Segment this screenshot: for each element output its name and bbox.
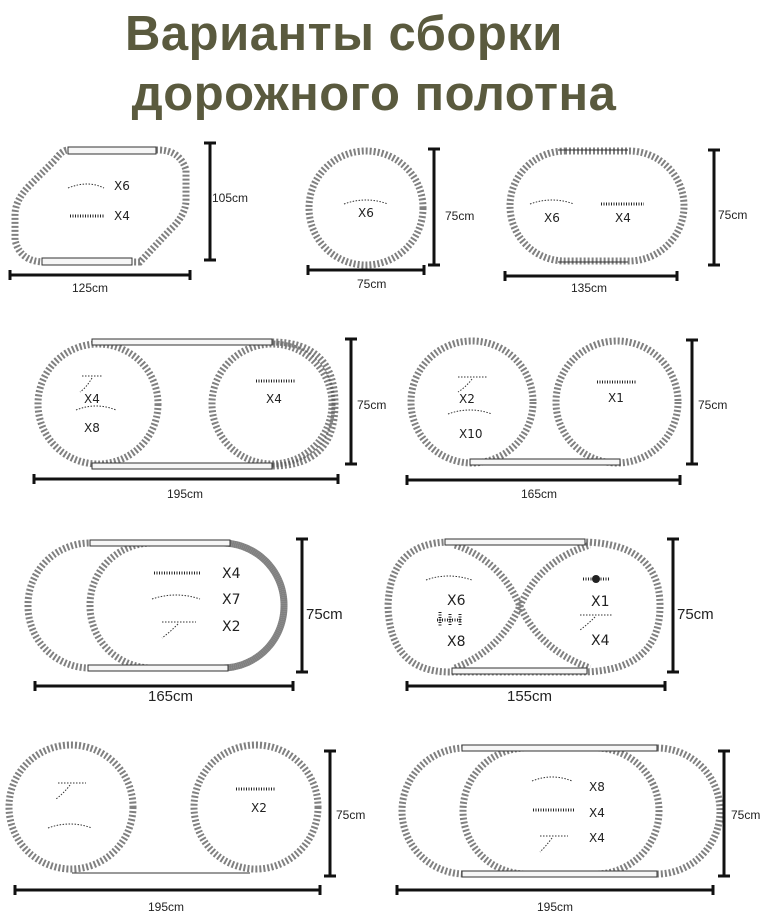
width-label: 195cm	[167, 487, 203, 501]
qty-curved: X10	[459, 427, 483, 441]
straight-track-bottom	[461, 870, 658, 878]
layout-hexagon: X6 X4 125cm 105cm	[8, 141, 248, 295]
qty-curved: X6	[544, 211, 560, 225]
track-bypass	[100, 338, 339, 470]
qty-curved: X6	[447, 593, 466, 609]
switch-piece-icon	[579, 614, 612, 631]
qty-curved: X8	[589, 780, 605, 794]
curved-piece-icon	[447, 409, 493, 415]
qty-straight: X1	[608, 391, 624, 405]
qty-straight: X4	[266, 392, 282, 406]
qty-straight: X4	[615, 211, 631, 225]
track-loop	[11, 146, 190, 266]
qty-switch: X2	[459, 392, 475, 406]
straight-track-top	[461, 744, 658, 752]
width-label: 155cm	[507, 688, 552, 705]
track-outer-oval	[24, 539, 288, 672]
curved-piece-icon	[151, 594, 201, 600]
width-label: 195cm	[148, 900, 184, 914]
track-loop-left	[407, 337, 537, 467]
track-outer-loop	[384, 538, 664, 676]
width-label: 75cm	[357, 277, 386, 291]
qty-switch: X4	[589, 831, 605, 845]
width-label: 135cm	[571, 281, 607, 295]
layout-oval: X6 X4 135cm 75cm	[503, 147, 747, 295]
height-label: 75cm	[731, 808, 760, 822]
page-title-line-1: Варианты сборки	[125, 7, 563, 61]
layout-oval-with-inner-loop: X4 X7 X2 165cm 75cm	[24, 537, 343, 705]
switch-piece-icon	[79, 375, 102, 393]
track-loop-right	[190, 741, 322, 873]
straight-track-bottom	[451, 667, 588, 675]
width-label: 195cm	[537, 900, 573, 914]
switch-piece-icon	[55, 782, 86, 800]
qty-crossing: X1	[591, 594, 610, 610]
layout-double-oval: X8 X4 X4 195cm 75cm	[395, 744, 760, 914]
track-loop	[305, 147, 427, 269]
switch-piece-icon	[457, 376, 488, 393]
layout-figure-eight: X6 X8 X1 X4 155cm 75cm	[384, 537, 714, 705]
qty-switch: X2	[222, 619, 241, 635]
height-label: 75cm	[306, 606, 343, 623]
page-title-line-2: дорожного полотна	[131, 67, 617, 121]
track-inner-oval	[459, 744, 663, 878]
curved-piece-icon	[343, 199, 389, 205]
track-loop-left	[5, 741, 137, 873]
switch-piece-icon	[161, 621, 196, 639]
qty-straight: X2	[251, 801, 267, 815]
qty-curved: X7	[222, 592, 241, 608]
qty-curved: X8	[84, 421, 100, 435]
qty-switch: X4	[84, 392, 100, 406]
height-label: 75cm	[677, 606, 714, 623]
straight-track-top	[67, 146, 157, 155]
straight-track-top	[91, 338, 273, 346]
qty-switch: X4	[591, 633, 610, 649]
height-label: 75cm	[357, 398, 386, 412]
qty-curved: X6	[114, 179, 130, 193]
height-label: 75cm	[718, 208, 747, 222]
layout-two-circles-joined: X2 X10 X1 165cm 75cm	[405, 337, 727, 501]
straight-track-top	[89, 539, 231, 547]
height-label: 75cm	[698, 398, 727, 412]
width-label: 125cm	[72, 281, 108, 295]
buffer-stop-icon	[437, 612, 462, 626]
straight-track-top	[444, 538, 586, 546]
curved-piece-icon	[529, 199, 575, 205]
curved-piece-icon	[67, 183, 105, 189]
qty-straight: X4	[589, 806, 605, 820]
straight-track-link	[469, 458, 621, 466]
height-label: 105cm	[212, 191, 248, 205]
height-label: 75cm	[336, 808, 365, 822]
switch-piece-icon	[539, 835, 568, 853]
track-crossover	[453, 541, 592, 672]
qty-curved: X6	[358, 206, 374, 220]
straight-track-bottom	[91, 462, 273, 470]
curved-piece-icon	[425, 575, 473, 581]
layout-two-loops-linked: X4 X8 X4 195cm 75cm	[32, 337, 386, 501]
straight-track-bottom	[87, 664, 229, 672]
track-inner-loop	[86, 539, 288, 672]
layout-circle: X6 75cm 75cm	[305, 147, 474, 291]
width-label: 165cm	[521, 487, 557, 501]
qty-straight: X4	[114, 209, 130, 223]
track-loop-left	[34, 340, 162, 468]
qty-straight: X4	[222, 566, 241, 582]
curved-piece-icon	[47, 823, 93, 829]
curved-piece-icon	[75, 405, 117, 411]
layout-two-circles-long-link: X2 195cm 75cm	[5, 741, 365, 914]
qty-buffer-stop: X8	[447, 634, 466, 650]
track-loop	[506, 147, 688, 265]
track-loop-right	[552, 337, 682, 467]
curved-piece-icon	[531, 776, 573, 782]
crossing-hub-icon	[592, 575, 600, 583]
straight-track-bottom	[41, 257, 133, 266]
width-label: 165cm	[148, 688, 193, 705]
height-label: 75cm	[445, 209, 474, 223]
